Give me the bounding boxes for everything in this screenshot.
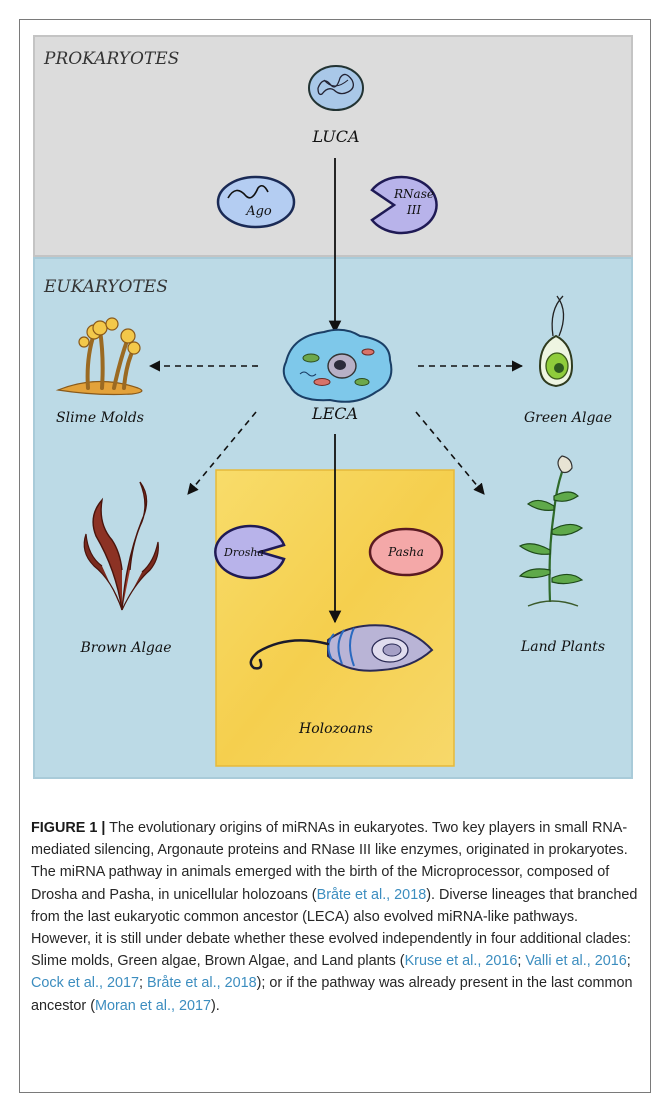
citation-cock-2017[interactable]: Cock et al., 2017 [31,975,139,991]
brown-algae-label: Brown Algae [79,640,171,656]
evolution-diagram: PROKARYOTES EUKARYOTES LUCA Ago RNase II… [28,30,640,792]
green-algae-label: Green Algae [524,410,612,426]
citation-kruse-2016[interactable]: Kruse et al., 2016 [405,953,518,969]
citation-brate-2018[interactable]: Bråte et al., 2018 [317,887,427,903]
leca-label: LECA [311,404,358,423]
holozoans-label: Holozoans [298,721,373,737]
figure-label: FIGURE 1 | [31,820,105,836]
prokaryotes-label: PROKARYOTES [43,49,179,69]
eukaryotes-label: EUKARYOTES [43,277,168,297]
drosha-label: Drosha [223,546,264,559]
caption-sep-3: ; [139,975,147,991]
luca-label: LUCA [311,127,359,146]
leca-cell-icon [284,330,392,402]
citation-moran-2017[interactable]: Moran et al., 2017 [95,998,211,1014]
figure-caption: FIGURE 1 | The evolutionary origins of m… [31,817,639,1017]
land-plants-label: Land Plants [520,639,605,655]
caption-text-4: ). [211,998,220,1014]
luca-cell-icon [309,66,363,110]
rnase-label-line2: III [406,203,421,217]
ago-protein-icon [218,177,294,227]
citation-valli-2016[interactable]: Valli et al., 2016 [525,953,626,969]
pasha-label: Pasha [387,545,424,559]
slime-molds-label: Slime Molds [56,410,144,426]
rnase-label-line1: RNase [393,187,434,201]
ago-label: Ago [245,204,272,219]
caption-sep-2: ; [627,953,631,969]
citation-brate-2018-b[interactable]: Bråte et al., 2018 [147,975,257,991]
